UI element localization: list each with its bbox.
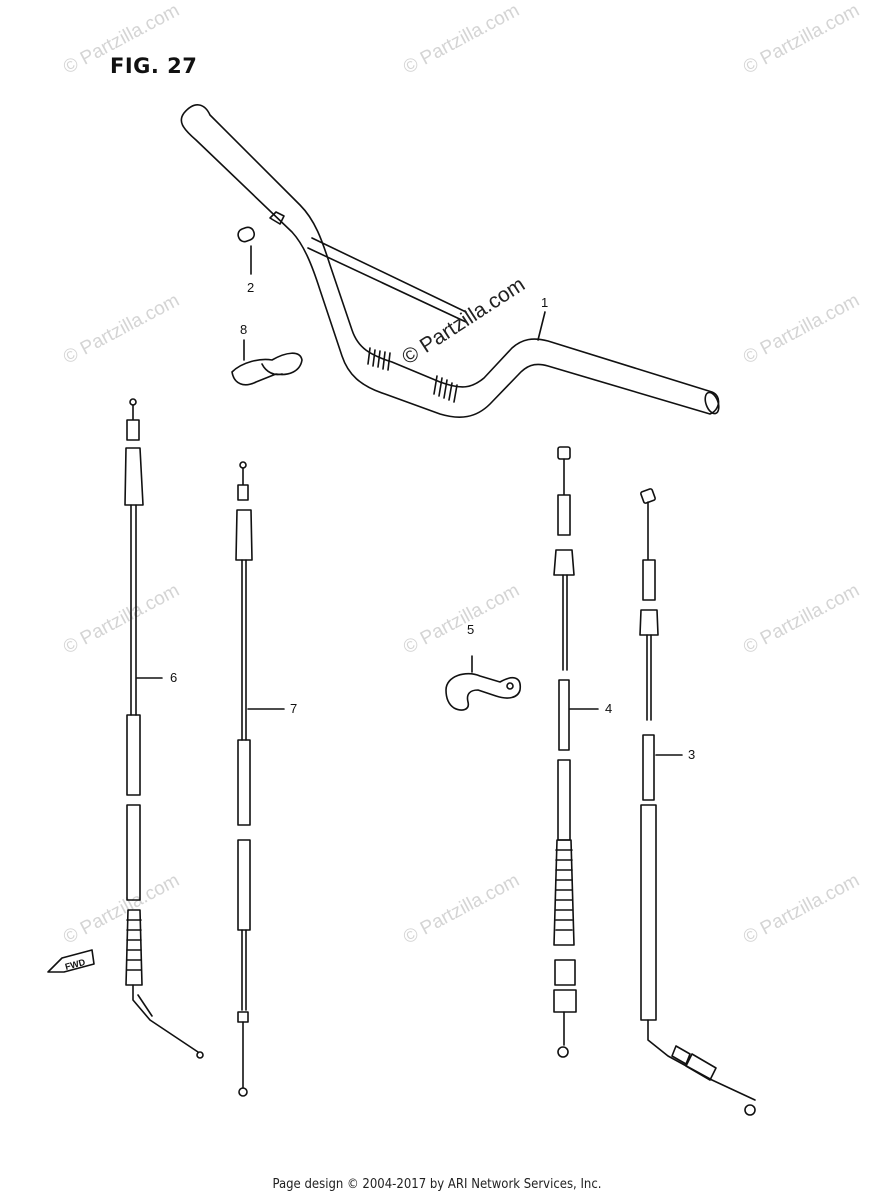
cable-4 [553,446,577,1058]
callout-4[interactable]: 4 [605,701,613,716]
cable-clip [231,339,303,386]
cable-7 [235,461,253,1097]
callout-3[interactable]: 3 [688,747,696,762]
leader-line [537,311,546,341]
callout-2[interactable]: 2 [247,280,255,295]
callout-6[interactable]: 6 [170,670,178,685]
callout-8[interactable]: 8 [240,322,248,337]
callout-1[interactable]: 1 [541,295,549,310]
clamp [445,655,522,711]
callout-5[interactable]: 5 [467,622,475,637]
cable-6 [124,398,204,1059]
handlebar [180,104,720,418]
callout-7[interactable]: 7 [290,701,298,716]
figure-title: FIG. 27 [110,54,198,78]
page-footer: Page design © 2004-2017 by ARI Network S… [272,1177,602,1192]
cable-3 [639,488,756,1116]
fwd-arrow [47,949,95,973]
